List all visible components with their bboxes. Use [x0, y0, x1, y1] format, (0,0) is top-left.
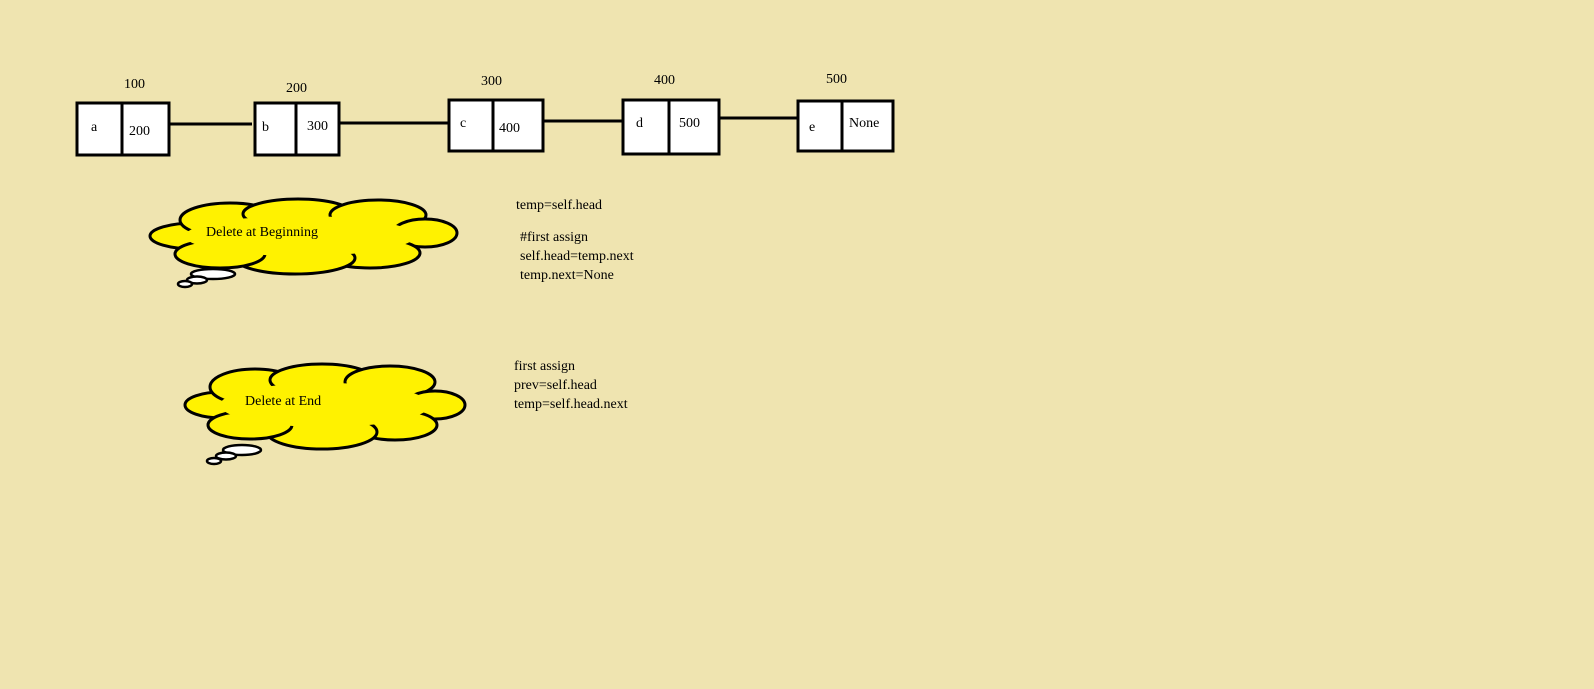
node-next-value: 500 [679, 116, 700, 131]
node-data-box [796, 99, 844, 153]
node-address-label: 100 [124, 77, 145, 92]
cloud-label: Delete at Beginning [206, 225, 318, 240]
node-next-value: 200 [129, 124, 150, 139]
code-line: temp=self.head.next [514, 397, 628, 412]
node-next-value: None [849, 116, 879, 131]
node-next-box [667, 98, 721, 156]
node-data-box [75, 101, 124, 157]
code-line: prev=self.head [514, 378, 597, 393]
node-d: 400 d 500 [621, 73, 721, 156]
node-data-value: e [809, 120, 815, 135]
node-data-value: b [262, 120, 269, 135]
cloud-label: Delete at End [245, 394, 321, 409]
code-line: #first assign [520, 230, 589, 245]
node-address-label: 200 [286, 81, 307, 96]
node-data-box [253, 101, 298, 157]
node-data-value: a [91, 120, 98, 135]
node-next-value: 400 [499, 121, 520, 136]
node-next-box [840, 99, 895, 153]
delete-beginning-code-block: #first assign self.head=temp.next temp.n… [520, 228, 634, 285]
delete-end-code-block: first assign prev=self.head temp=self.he… [514, 357, 628, 414]
node-address-label: 300 [481, 74, 502, 89]
delete-at-beginning-cloud: Delete at Beginning [148, 197, 459, 289]
node-address-label: 400 [654, 73, 675, 88]
node-next-box [120, 101, 171, 157]
node-address-label: 500 [826, 72, 847, 87]
node-connectors [168, 116, 798, 126]
cloud-shape-icon [183, 362, 467, 466]
node-next-value: 300 [307, 119, 328, 134]
delete-beginning-code-line1: temp=self.head [516, 198, 603, 213]
node-data-value: d [636, 116, 643, 131]
node-data-box [621, 98, 671, 156]
code-line: first assign [514, 359, 576, 374]
node-data-box [447, 98, 495, 153]
delete-at-end-cloud: Delete at End [183, 362, 467, 466]
cloud-shape-icon [148, 197, 459, 289]
node-e: 500 e None [796, 72, 895, 153]
node-b: 200 b 300 [253, 81, 341, 157]
node-a: 100 a 200 [75, 77, 171, 157]
node-data-value: c [460, 116, 466, 131]
code-line: temp.next=None [520, 268, 614, 283]
node-c: 300 c 400 [447, 74, 545, 153]
node-next-box [294, 101, 341, 157]
node-next-box [491, 98, 545, 153]
code-line: self.head=temp.next [520, 249, 634, 264]
